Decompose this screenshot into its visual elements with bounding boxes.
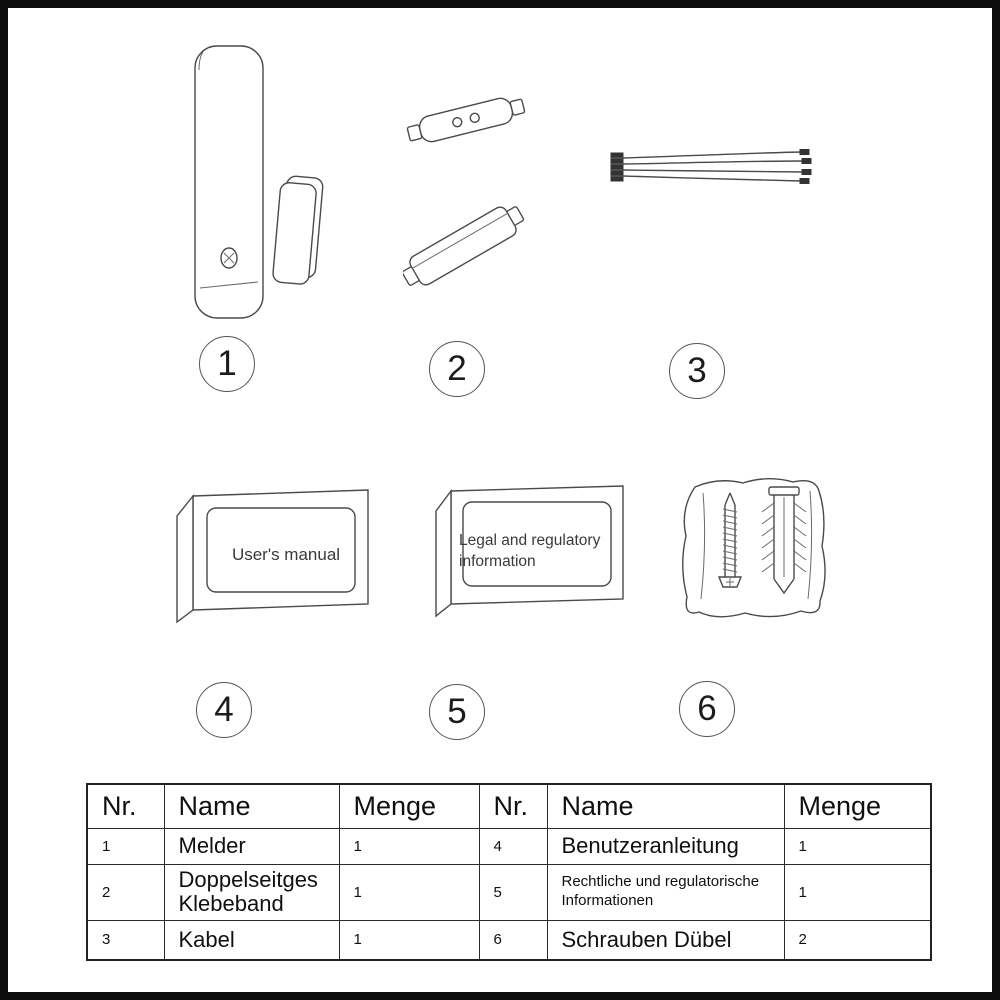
table-row: 3 Kabel 1 6 Schrauben Dübel 2: [86, 919, 932, 961]
header-menge-right: Menge: [783, 783, 932, 829]
screws-bag-icon: [682, 478, 826, 618]
cell-name: Schrauben Dübel: [546, 919, 785, 961]
users-manual-illustration: User's manual: [163, 486, 378, 636]
cell-nr: 3: [86, 919, 165, 961]
table-row: 2 Doppelseitges Klebeband 1 5 Rechtliche…: [86, 863, 932, 921]
item-number-6: 6: [679, 681, 735, 737]
cell-menge: 1: [338, 863, 480, 921]
legal-booklet-icon: [435, 485, 624, 618]
cell-menge: 1: [783, 827, 932, 865]
header-nr-left: Nr.: [86, 783, 165, 829]
cell-nr: 6: [478, 919, 548, 961]
cell-nr: 2: [86, 863, 165, 921]
parts-table: Nr. Name Menge Nr. Name Menge 1 Melder 1…: [86, 783, 932, 961]
header-name-left: Name: [163, 783, 340, 829]
door-window-sensor-illustration: [173, 36, 343, 336]
sensor-icon: [194, 45, 324, 319]
cell-name: Rechtliche und regulatorische Informatio…: [546, 863, 785, 921]
item-number-4: 4: [196, 682, 252, 738]
item-number-5: 5: [429, 684, 485, 740]
table-row: 1 Melder 1 4 Benutzeranleitung 1: [86, 827, 932, 865]
item-number-3: 3: [669, 343, 725, 399]
cell-name: Melder: [163, 827, 340, 865]
header-name-right: Name: [546, 783, 785, 829]
cell-name: Benutzeranleitung: [546, 827, 785, 865]
item-number-1: 1: [199, 336, 255, 392]
cell-name: Kabel: [163, 919, 340, 961]
double-sided-tape-illustration: [403, 76, 533, 316]
screws-dowels-illustration: [673, 471, 838, 641]
header-menge-left: Menge: [338, 783, 480, 829]
manual-title-text: User's manual: [231, 545, 341, 564]
tape-icon: [403, 97, 526, 286]
cable-illustration: [603, 138, 833, 198]
cell-menge: 1: [338, 827, 480, 865]
cell-menge: 2: [783, 919, 932, 961]
cell-nr: 4: [478, 827, 548, 865]
legal-information-illustration: Legal and regulatory information: [423, 483, 633, 633]
cell-name: Doppelseitges Klebeband: [163, 863, 340, 921]
cell-menge: 1: [783, 863, 932, 921]
cell-nr: 1: [86, 827, 165, 865]
item-number-2: 2: [429, 341, 485, 397]
cell-menge: 1: [338, 919, 480, 961]
cell-nr: 5: [478, 863, 548, 921]
legal-title-text: Legal and regulatory information: [459, 532, 601, 570]
manual-icon: [176, 489, 369, 624]
cable-icon: [610, 149, 812, 184]
header-nr-right: Nr.: [478, 783, 548, 829]
